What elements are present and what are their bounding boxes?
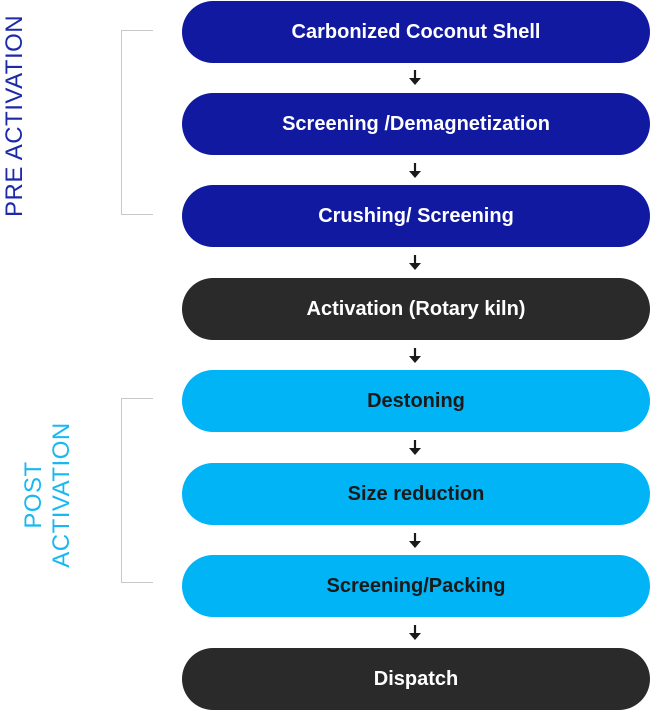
step-label: Activation (Rotary kiln) [306, 297, 526, 320]
down-arrow-icon [409, 440, 421, 455]
step-label: Crushing/ Screening [318, 204, 514, 227]
step-label: Size reduction [347, 482, 485, 505]
step-screening-packing: Screening/Packing [182, 555, 650, 617]
post-activation-bracket [121, 398, 153, 583]
down-arrow-icon [409, 255, 421, 270]
step-activation-rotary-kiln: Activation (Rotary kiln) [182, 278, 650, 340]
pre-activation-text: PRE ACTIVATION [1, 14, 28, 217]
down-arrow-icon [409, 70, 421, 85]
step-crushing-screening: Crushing/ Screening [182, 185, 650, 247]
step-label: Screening/Packing [326, 574, 506, 597]
step-destoning: Destoning [182, 370, 650, 432]
step-dispatch: Dispatch [182, 648, 650, 710]
down-arrow-icon [409, 625, 421, 640]
step-screening-demagnetization: Screening /Demagnetization [182, 93, 650, 155]
step-size-reduction: Size reduction [182, 463, 650, 525]
pre-activation-bracket [121, 30, 153, 215]
down-arrow-icon [409, 533, 421, 548]
post-activation-line2: ACTIVATION [48, 422, 75, 568]
step-carbonized-coconut-shell: Carbonized Coconut Shell [182, 1, 650, 63]
down-arrow-icon [409, 163, 421, 178]
step-label: Destoning [367, 389, 465, 412]
step-label: Dispatch [373, 667, 459, 690]
step-label: Screening /Demagnetization [282, 112, 550, 135]
step-label: Carbonized Coconut Shell [291, 20, 541, 43]
post-activation-line1: POST [20, 461, 47, 529]
pre-activation-label: PRE ACTIVATION [1, 14, 29, 217]
post-activation-label: POST ACTIVATION [20, 395, 76, 595]
down-arrow-icon [409, 348, 421, 363]
